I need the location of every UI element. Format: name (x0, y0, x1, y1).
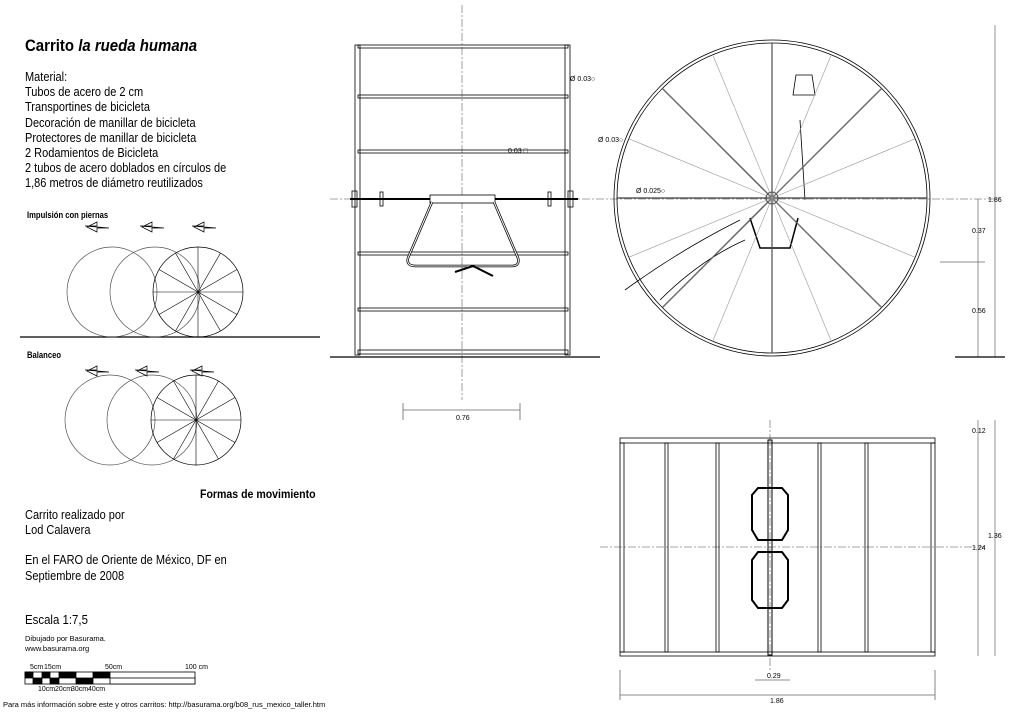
spoke (158, 269, 199, 293)
spoke (662, 88, 773, 199)
dim-plan-total: 1.36 (988, 533, 1002, 540)
footer-info: Para más información sobre este y otros … (3, 700, 326, 709)
scale-tick-label: 15cm (44, 664, 61, 671)
scale-tick-label: 100 cm (185, 664, 208, 671)
scale-tick-label: 5cm (30, 664, 43, 671)
spoke (195, 419, 219, 460)
spoke (662, 197, 773, 308)
dim-axle: 0.29 (767, 673, 781, 680)
dim-height-total: 1.86 (988, 197, 1002, 204)
materials-list: Material: Tubos de acero de 2 cm Transpo… (25, 70, 226, 192)
drawn-by: Dibujado por Basurama. www.basurama.org (25, 634, 106, 654)
material-item: 2 Rodamientos de Bicicleta (25, 146, 159, 161)
dim-plan-inner: 1.24 (972, 545, 986, 552)
spoke (771, 138, 916, 199)
spoke (195, 397, 236, 421)
material-item: Protectores de manillar de bicicleta (25, 130, 197, 145)
scale-bar: 5cm 15cm 50cm 100 cm 10cm 20cm 30cm 40cm (24, 664, 208, 693)
credit-line: Carrito realizado por (25, 508, 125, 522)
spoke (712, 197, 773, 342)
square-tube-label: 0.03 □ (508, 148, 529, 155)
spoke-tube-label: Ø 0.025○ (636, 188, 665, 195)
spoke (195, 380, 219, 421)
spoke (197, 252, 221, 293)
drawn-by-line: Dibujado por Basurama. (25, 634, 106, 643)
material-item: 2 tubos de acero doblados en círculos de (25, 161, 227, 176)
credit-place: En el FARO de Oriente de México, DF en (25, 553, 227, 568)
spoke (156, 419, 197, 443)
material-item: Transportines de bicicleta (25, 100, 150, 115)
spoke (158, 291, 199, 315)
scale-tick-label: 50cm (105, 664, 122, 671)
spoke (628, 197, 773, 258)
credit-date: Septiembre de 2008 (25, 568, 125, 583)
spoke (771, 197, 916, 258)
material-item: 1,86 metros de diámetro reutilizados (25, 176, 203, 191)
spoke (628, 138, 773, 199)
scale-tick-label: 40cm (88, 686, 105, 693)
spoke (771, 197, 832, 342)
front-view: 0.76 Ø 0.03○ 0.03 □ (330, 5, 1000, 422)
spoke (195, 419, 236, 443)
spoke (173, 380, 197, 421)
scale-tick-label: 10cm (38, 686, 55, 693)
plan-view: 0.29 1.86 (600, 420, 985, 705)
spoke (197, 291, 238, 315)
spoke (156, 397, 197, 421)
credits: Carrito realizado por Lod Calavera En el… (25, 508, 227, 584)
credit-author: Lod Calavera (25, 523, 91, 538)
dim-height-upper: 0.37 (972, 228, 986, 235)
legs-motion-label: Impulsión con piernas (27, 210, 109, 220)
dim-height-lower: 0.56 (972, 308, 986, 315)
balance-motion-label: Balanceo (27, 350, 62, 360)
vertical-dimensions: 1.86 0.37 0.56 0.12 1.36 1.24 (940, 25, 1005, 656)
spoke (771, 197, 882, 308)
dim-front-width: 0.76 (456, 415, 470, 422)
motion-diagrams (20, 221, 320, 466)
material-item: Material: (25, 70, 68, 84)
drawing-title: Carrito la rueda humana (25, 36, 198, 55)
spoke (197, 269, 238, 293)
wheel-tube-label: Ø 0.03○ (598, 137, 623, 144)
spoke (197, 291, 221, 332)
spoke (173, 419, 197, 460)
material-item: Decoración de manillar de bicicleta (25, 115, 196, 130)
scale-label: Escala 1:7,5 (25, 612, 88, 627)
drawn-by-website: www.basurama.org (25, 644, 90, 653)
spoke (771, 88, 882, 199)
side-view-wheel: Ø 0.03○ Ø 0.025○ (598, 39, 931, 357)
dim-plan-top: 0.12 (972, 428, 986, 435)
scale-tick-label: 30cm (71, 686, 88, 693)
motion-section-title: Formas de movimiento (200, 487, 316, 501)
frame-tube-label: Ø 0.03○ (570, 76, 595, 83)
spoke (175, 252, 199, 293)
dim-plan-width: 1.86 (770, 698, 784, 705)
scale-tick-label: 20cm (55, 686, 72, 693)
spoke (712, 54, 773, 199)
spoke (771, 54, 832, 199)
spoke (175, 291, 199, 332)
material-item: Tubos de acero de 2 cm (25, 85, 144, 100)
